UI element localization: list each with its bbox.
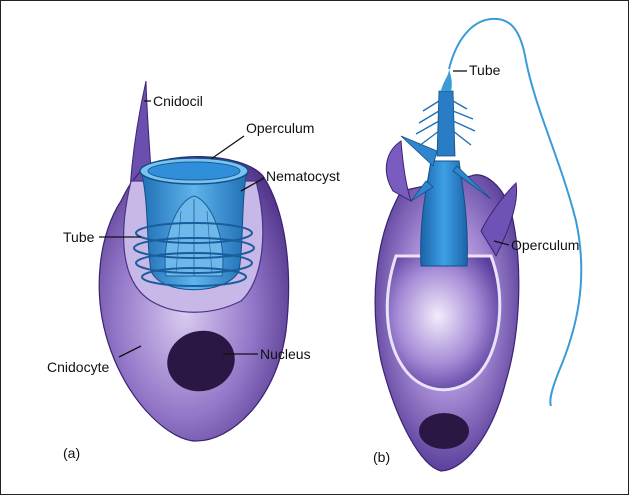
label-tube-a: Tube bbox=[63, 229, 95, 245]
label-cnidocil: Cnidocil bbox=[153, 93, 203, 109]
label-tube-b: Tube bbox=[469, 62, 501, 78]
label-operculum-b: Operculum bbox=[511, 237, 579, 253]
label-cnidocyte: Cnidocyte bbox=[47, 359, 109, 375]
panel-b-letter: (b) bbox=[373, 449, 390, 465]
capsule-b bbox=[387, 256, 499, 390]
label-operculum-a: Operculum bbox=[246, 120, 314, 136]
nucleus-b bbox=[419, 413, 469, 449]
label-nematocyst: Nematocyst bbox=[266, 168, 340, 184]
label-nucleus: Nucleus bbox=[260, 346, 311, 362]
panel-a-letter: (a) bbox=[63, 445, 80, 461]
